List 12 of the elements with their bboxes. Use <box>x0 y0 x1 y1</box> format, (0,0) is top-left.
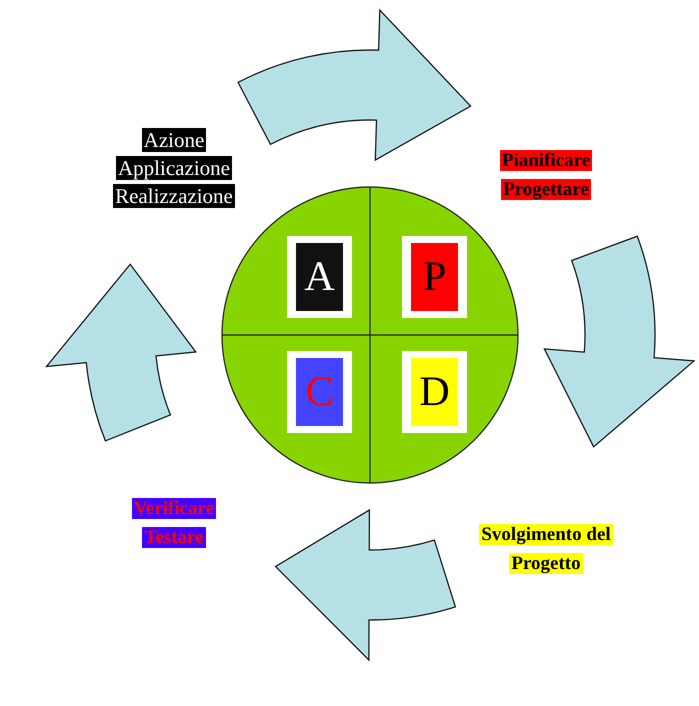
letter-tile: A <box>296 243 343 311</box>
curved-block-arrow <box>275 509 456 661</box>
curved-block-arrow <box>46 264 196 442</box>
letter-card <box>402 236 467 318</box>
curved-block-arrow <box>544 236 695 448</box>
letter-tile: C <box>296 358 343 426</box>
letter-card <box>402 351 467 433</box>
curved-block-arrow <box>238 10 472 161</box>
letter-card <box>287 351 352 433</box>
letter-card <box>287 236 352 318</box>
letter-tile: P <box>411 243 458 311</box>
letter-tile: D <box>411 358 458 426</box>
